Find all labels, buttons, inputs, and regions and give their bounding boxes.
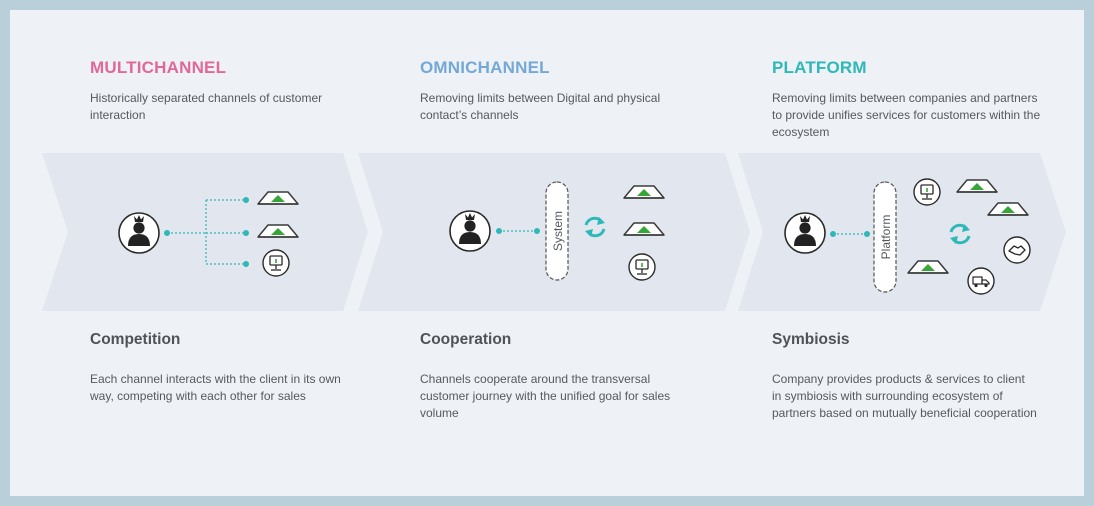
column-text: Channels cooperate around the transversa… <box>420 372 671 420</box>
kiosk-icon <box>913 178 941 206</box>
omnichannel-diagram: System <box>449 181 665 281</box>
slide-frame: System Platform <box>10 10 1084 496</box>
system-label: System <box>551 211 565 251</box>
column-description: Removing limits between Digital and phys… <box>420 91 661 122</box>
column-subtitle: Symbiosis <box>772 331 850 348</box>
column-description: Removing limits between companies and pa… <box>772 91 1041 139</box>
column-title: OMNICHANNEL <box>420 58 550 77</box>
platform-label: Platform <box>879 215 893 260</box>
platform-box <box>873 181 897 293</box>
delivery-truck-icon <box>967 267 995 295</box>
customer-icon <box>449 210 491 252</box>
multichannel-diagram <box>118 191 299 277</box>
chevron-multichannel <box>42 153 368 311</box>
platform-diagram: Platform <box>784 178 1031 295</box>
column-text: Company provides products & services to … <box>772 372 1037 420</box>
kiosk-icon <box>628 253 656 281</box>
column-subtitle: Cooperation <box>420 331 512 348</box>
column-title: MULTICHANNEL <box>90 58 227 77</box>
column-text: Each channel interacts with the client i… <box>90 372 341 403</box>
kiosk-icon <box>262 249 290 277</box>
handshake-icon <box>1003 236 1031 264</box>
column-title: PLATFORM <box>772 58 867 77</box>
customer-icon <box>784 212 826 254</box>
evolution-diagram: System Platform <box>42 153 1066 311</box>
system-box <box>545 181 569 281</box>
column-description: Historically separated channels of custo… <box>90 91 323 122</box>
column-subtitle: Competition <box>90 331 181 348</box>
customer-icon <box>118 212 160 254</box>
